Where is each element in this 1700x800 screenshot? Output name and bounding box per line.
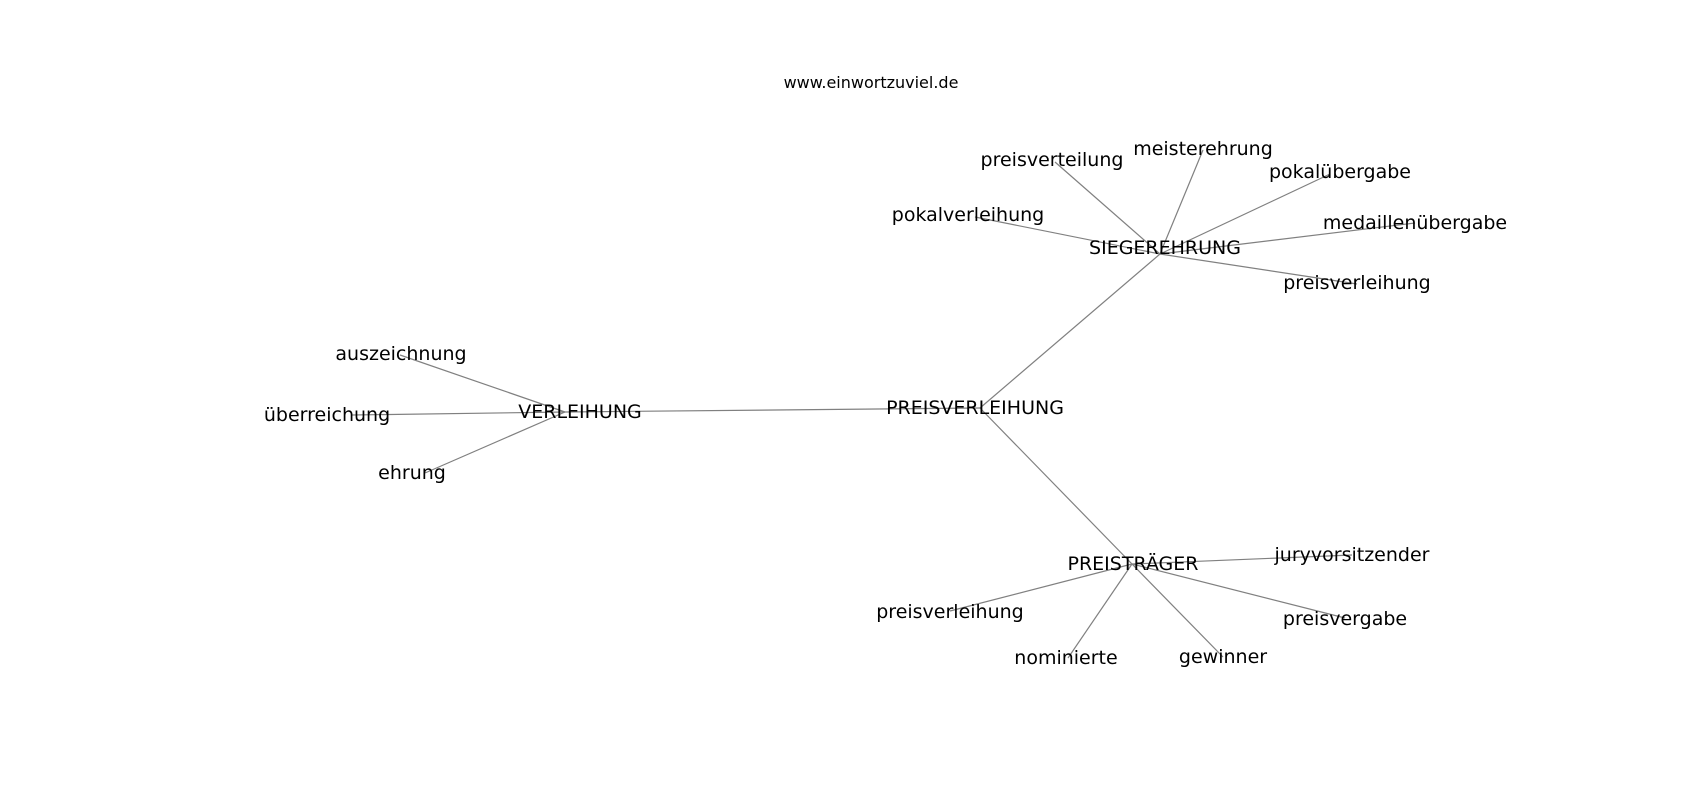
node-siegerehrung: SIEGEREHRUNG bbox=[1089, 237, 1241, 259]
node-verleihung: VERLEIHUNG bbox=[518, 401, 642, 423]
node-pokalverleihung: pokalverleihung bbox=[892, 204, 1044, 226]
edge-center-siegerehrung bbox=[979, 253, 1161, 409]
edge-preistraeger-nominierte bbox=[1067, 563, 1133, 659]
node-auszeichnung: auszeichnung bbox=[335, 343, 466, 365]
node-ehrung: ehrung bbox=[378, 462, 446, 484]
node-meisterehrung: meisterehrung bbox=[1133, 138, 1273, 160]
node-juryvorsitzender: juryvorsitzender bbox=[1274, 544, 1430, 566]
node-preistraeger: PREISTRÄGER bbox=[1068, 552, 1199, 575]
node-preisverteilung: preisverteilung bbox=[981, 149, 1124, 171]
edge-verleihung-ueberreichung bbox=[351, 411, 566, 416]
edge-siegerehrung-preisverteilung bbox=[1054, 161, 1161, 255]
node-pokaluebergabe: pokalübergabe bbox=[1269, 161, 1411, 183]
edge-siegerehrung-medaillenuebergabe bbox=[1159, 222, 1416, 255]
node-preisvergabe: preisvergabe bbox=[1283, 608, 1407, 630]
node-nominierte: nominierte bbox=[1014, 647, 1117, 669]
edge-preistraeger-preisvergabe bbox=[1131, 563, 1346, 619]
edge-verleihung-ehrung bbox=[424, 411, 566, 474]
edge-center-verleihung bbox=[564, 407, 981, 413]
node-preisverleihung-p: preisverleihung bbox=[876, 601, 1024, 623]
edge-siegerehrung-preisverleihung bbox=[1159, 253, 1358, 285]
edge-siegerehrung-pokalverleihung bbox=[974, 216, 1161, 255]
edge-siegerehrung-meisterehrung bbox=[1159, 149, 1204, 255]
node-labels: PREISVERLEIHUNG VERLEIHUNG SIEGEREHRUNG … bbox=[264, 138, 1507, 669]
node-medaillenuebergabe: medaillenübergabe bbox=[1323, 212, 1507, 234]
node-gewinner: gewinner bbox=[1179, 646, 1267, 668]
edge-verleihung-auszeichnung bbox=[399, 354, 566, 413]
site-url: www.einwortzuviel.de bbox=[784, 73, 959, 92]
node-preisverleihung-center: PREISVERLEIHUNG bbox=[886, 397, 1064, 419]
edge-siegerehrung-pokaluebergabe bbox=[1159, 173, 1331, 255]
edge-preistraeger-gewinner bbox=[1131, 563, 1224, 658]
edge-preistraeger-juryvorsitzender bbox=[1131, 554, 1353, 565]
node-preisverleihung-s: preisverleihung bbox=[1283, 272, 1431, 294]
edge-center-preistraeger bbox=[979, 407, 1133, 565]
node-ueberreichung: überreichung bbox=[264, 404, 390, 426]
edges bbox=[351, 149, 1416, 659]
edge-preistraeger-preisverleihung bbox=[949, 563, 1133, 612]
